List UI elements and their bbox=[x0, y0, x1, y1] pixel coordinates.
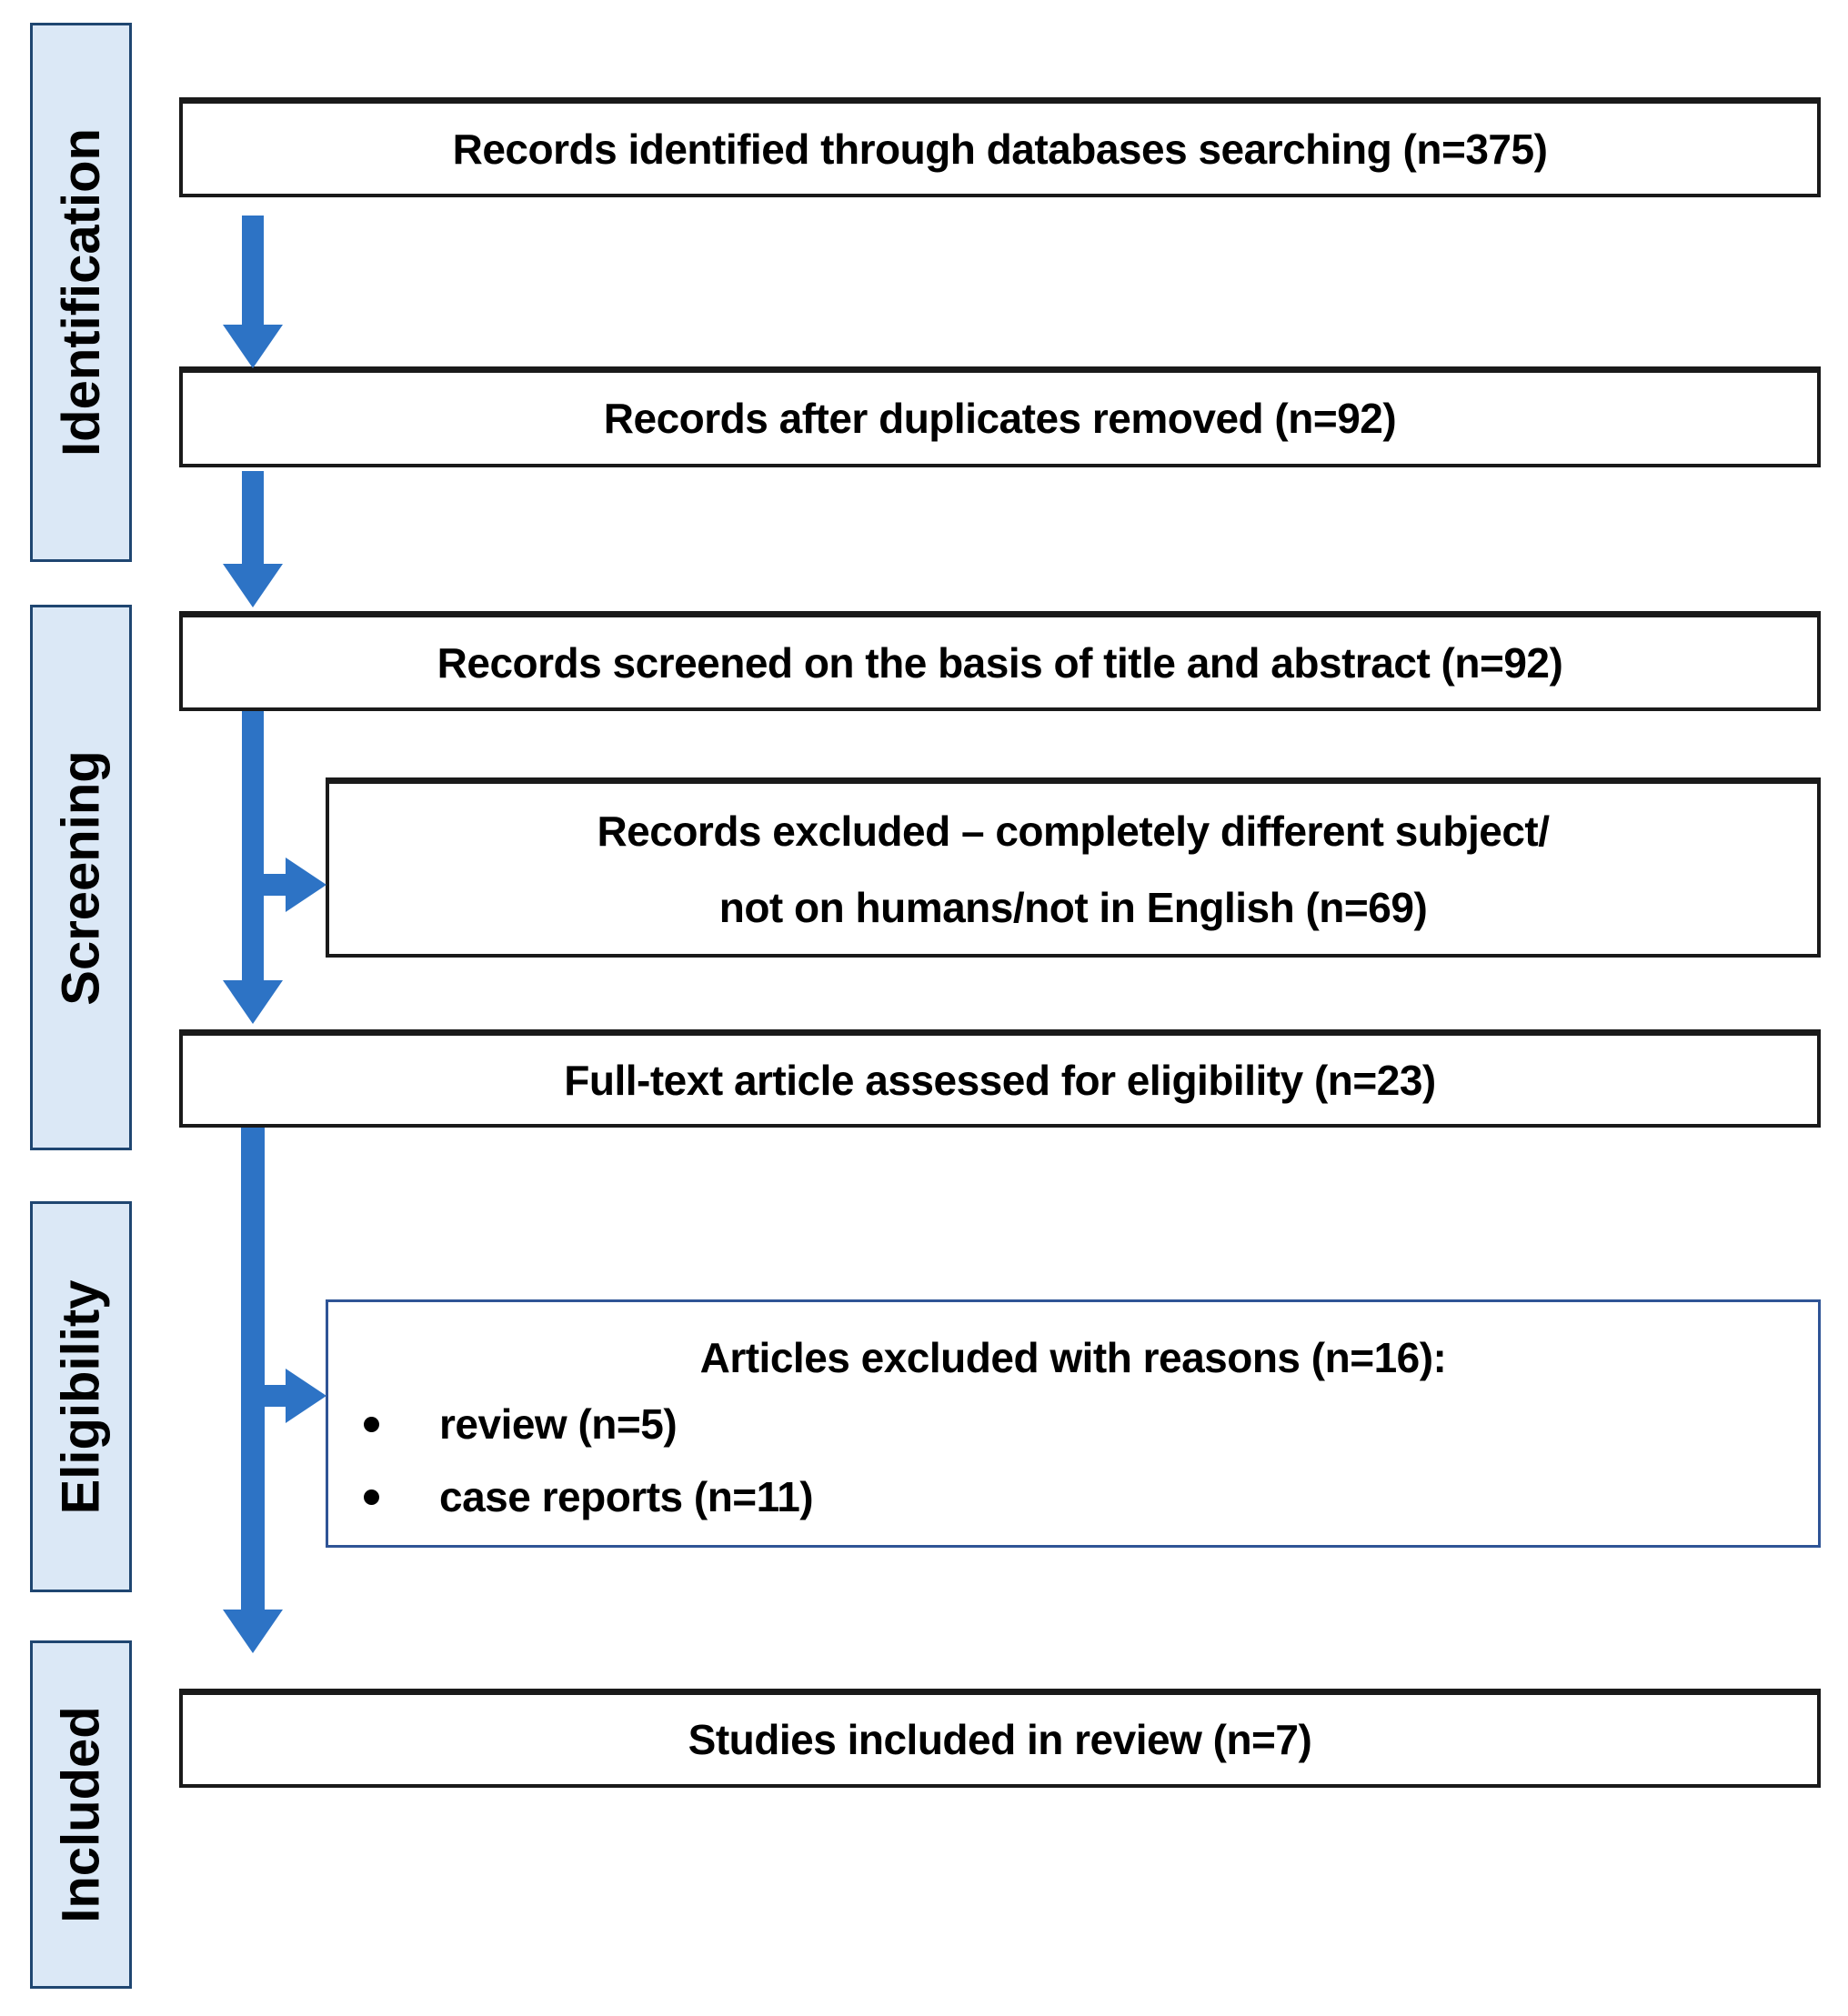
stage-identification: Identification bbox=[30, 23, 132, 562]
excluded-reason-item: review (n=5) bbox=[328, 1388, 1818, 1460]
box-records-deduplicated: Records after duplicates removed (n=92) bbox=[179, 366, 1821, 467]
arrow-stem bbox=[253, 1385, 289, 1407]
box-fulltext-assessed-label: Full-text article assessed for eligibili… bbox=[564, 1056, 1436, 1104]
stage-label-screening: Screening bbox=[51, 749, 111, 1006]
box-articles-excluded: Articles excluded with reasons (n=16): r… bbox=[326, 1299, 1821, 1548]
arrow-stem bbox=[241, 1128, 265, 1610]
box-records-deduplicated-label: Records after duplicates removed (n=92) bbox=[603, 395, 1397, 442]
stage-eligibility: Eligibility bbox=[30, 1201, 132, 1592]
bullet-icon bbox=[364, 1416, 379, 1432]
arrow-stem bbox=[242, 216, 264, 326]
bullet-icon bbox=[364, 1489, 379, 1505]
arrow-head-icon bbox=[286, 1369, 326, 1423]
excluded-reason-item: case reports (n=11) bbox=[328, 1460, 1818, 1533]
box-records-screened: Records screened on the basis of title a… bbox=[179, 611, 1821, 711]
stage-label-eligibility: Eligibility bbox=[51, 1279, 111, 1514]
arrow-head-icon bbox=[223, 325, 283, 368]
articles-excluded-title: Articles excluded with reasons (n=16): bbox=[699, 1334, 1447, 1381]
box-fulltext-assessed: Full-text article assessed for eligibili… bbox=[179, 1029, 1821, 1128]
arrow-stem bbox=[253, 874, 289, 896]
box-records-identified: Records identified through databases sea… bbox=[179, 97, 1821, 197]
arrow-head-icon bbox=[223, 980, 283, 1024]
box-records-excluded: Records excluded – completely different … bbox=[326, 777, 1821, 958]
box-studies-included-label: Studies included in review (n=7) bbox=[688, 1716, 1312, 1763]
arrow-head-icon bbox=[223, 1610, 283, 1653]
arrow-stem bbox=[242, 471, 264, 565]
stage-label-included: Included bbox=[51, 1706, 111, 1923]
box-records-identified-label: Records identified through databases sea… bbox=[452, 125, 1548, 173]
excluded-reason-text: case reports (n=11) bbox=[439, 1473, 814, 1520]
stage-screening: Screening bbox=[30, 605, 132, 1150]
records-excluded-line1: Records excluded – completely different … bbox=[597, 807, 1550, 855]
box-studies-included: Studies included in review (n=7) bbox=[179, 1689, 1821, 1788]
arrow-head-icon bbox=[286, 858, 326, 912]
stage-included: Included bbox=[30, 1640, 132, 1989]
arrow-stem bbox=[242, 711, 264, 981]
box-records-screened-label: Records screened on the basis of title a… bbox=[437, 638, 1563, 687]
excluded-reason-text: review (n=5) bbox=[439, 1400, 678, 1448]
records-excluded-line2: not on humans/not in English (n=69) bbox=[718, 883, 1428, 931]
stage-label-identification: Identification bbox=[51, 128, 111, 456]
arrow-head-icon bbox=[223, 564, 283, 607]
